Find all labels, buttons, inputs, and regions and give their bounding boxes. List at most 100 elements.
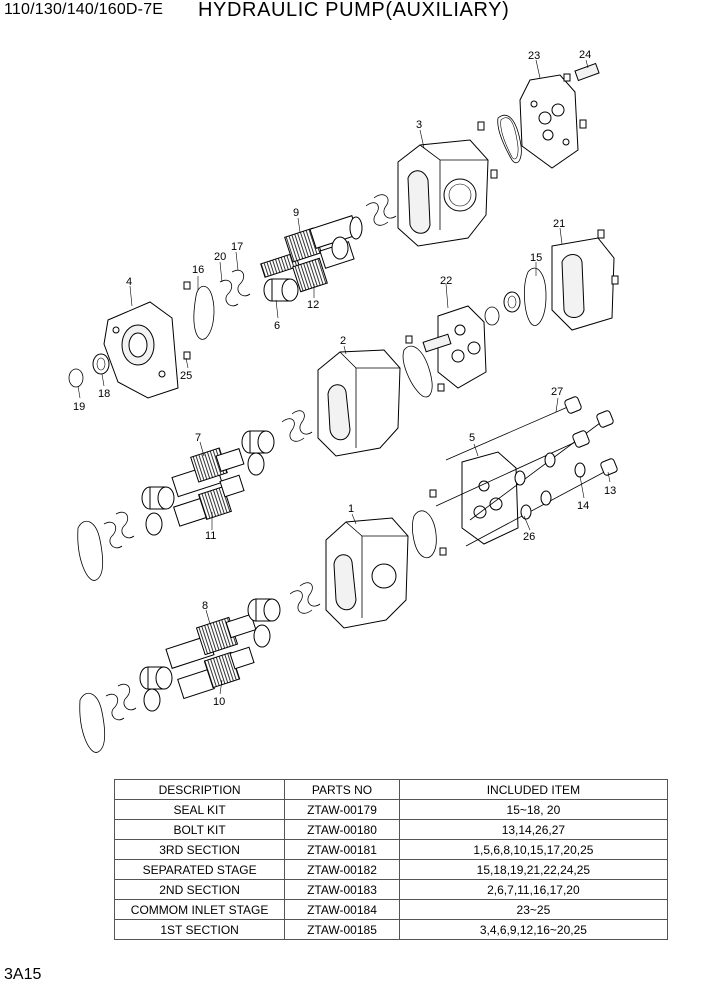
- parts-table-header-row: DESCRIPTION PARTS NO INCLUDED ITEM: [113, 779, 669, 800]
- cell-included-item: 15~18, 20: [398, 799, 669, 820]
- part-11-driven-gear: [173, 474, 245, 527]
- backup-seal: [281, 418, 305, 442]
- table-row: BOLT KIT ZTAW-00180 13,14,26,27: [113, 819, 669, 840]
- cell-description: 1ST SECTION: [113, 919, 286, 940]
- cell-description: 3RD SECTION: [113, 839, 286, 860]
- callout-27: 27: [551, 386, 563, 398]
- part-18-oil-seal: [92, 353, 110, 375]
- dowel-pin: [183, 281, 191, 290]
- model-label: 110/130/140/160D-7E: [4, 1, 164, 18]
- part-7-drive-gear: [171, 447, 245, 498]
- backup-seal: [291, 410, 313, 435]
- dowel-pin: [439, 547, 447, 556]
- part-9-drive-gear: [260, 215, 363, 278]
- column-header-parts-no: PARTS NO: [284, 779, 400, 800]
- part-2-pump-body: [317, 349, 401, 457]
- cell-description: 2ND SECTION: [113, 879, 286, 900]
- backup-seal: [299, 582, 321, 607]
- cell-description: SEAL KIT: [113, 799, 286, 820]
- dowel-pin: [579, 119, 587, 129]
- backup-seal: [365, 202, 389, 226]
- cell-description: SEPARATED STAGE: [113, 859, 286, 880]
- dowel-pin: [429, 489, 437, 498]
- dowel-pin: [597, 229, 605, 239]
- dowel-pin: [490, 169, 498, 179]
- cell-parts-no: ZTAW-00182: [284, 859, 400, 880]
- table-row: 2ND SECTION ZTAW-00183 2,6,7,11,16,17,20: [113, 879, 669, 900]
- part-5-end-plate: [461, 451, 519, 545]
- callout-13: 13: [604, 485, 616, 497]
- part-16-seal: [193, 285, 215, 340]
- callout-26: 26: [523, 531, 535, 543]
- part-4-mounting-flange: [103, 301, 179, 399]
- callout-7: 7: [195, 432, 201, 444]
- dowel-pin: [183, 351, 191, 360]
- callout-14: 14: [577, 500, 589, 512]
- table-row: COMMOM INLET STAGE ZTAW-00184 23~25: [113, 899, 669, 920]
- dowel-pin: [477, 121, 485, 131]
- table-row: 3RD SECTION ZTAW-00181 1,5,6,8,10,15,17,…: [113, 839, 669, 860]
- callout-24: 24: [579, 49, 591, 61]
- callout-8: 8: [202, 600, 208, 612]
- part-15-o-ring: [524, 267, 547, 326]
- part-22-separating-plate: [422, 305, 487, 389]
- dowel-pin: [405, 335, 413, 344]
- part-19-snap-ring: [68, 368, 84, 388]
- column-header-description: DESCRIPTION: [113, 779, 286, 800]
- part-18-oil-seal-b: [503, 291, 521, 313]
- cell-included-item: 1,5,6,8,10,15,17,20,25: [398, 839, 669, 860]
- part-23-inlet-cover: [519, 74, 579, 169]
- page-reference: 3A15: [4, 966, 42, 983]
- cell-parts-no: ZTAW-00185: [284, 919, 400, 940]
- dowel-pin: [563, 73, 571, 82]
- cell-included-item: 3,4,6,9,12,16~20,25: [398, 919, 669, 940]
- seal-ring-22: [402, 345, 433, 398]
- cell-included-item: 15,18,19,21,22,24,25: [398, 859, 669, 880]
- seal-ring-5: [412, 510, 437, 559]
- part-14-nut: [540, 452, 586, 506]
- table-row: SEPARATED STAGE ZTAW-00182 15,18,19,21,2…: [113, 859, 669, 880]
- part-26-washer: [514, 470, 532, 520]
- part-24-stud: [574, 62, 600, 82]
- callout-21: 21: [553, 218, 565, 230]
- backup-seal: [289, 590, 313, 614]
- cell-parts-no: ZTAW-00180: [284, 819, 400, 840]
- part-10-driven-gear: [177, 646, 255, 700]
- callout-18: 18: [98, 388, 110, 400]
- callout-16: 16: [192, 264, 204, 276]
- callout-4: 4: [126, 276, 132, 288]
- part-21-cover: [551, 237, 615, 331]
- callout-25: 25: [180, 370, 192, 382]
- exploded-view-diagram: 23 24 3 9 17 20 16 4 6 12 25 18 19 21 15…: [68, 49, 619, 753]
- cell-included-item: 13,14,26,27: [398, 819, 669, 840]
- part-8-drive-gear: [165, 613, 257, 669]
- callout-11: 11: [205, 530, 216, 542]
- callout-19: 19: [73, 401, 85, 413]
- callout-17: 17: [231, 241, 243, 253]
- cell-parts-no: ZTAW-00179: [284, 799, 400, 820]
- cell-included-item: 23~25: [398, 899, 669, 920]
- table-row: 1ST SECTION ZTAW-00185 3,4,6,9,12,16~20,…: [113, 919, 669, 940]
- callout-22: 22: [440, 275, 452, 287]
- dowel-pin: [611, 275, 619, 285]
- callout-9: 9: [293, 207, 299, 219]
- callout-3: 3: [416, 119, 422, 131]
- part-16-seal-2: [77, 520, 104, 581]
- part-1-pump-body: [325, 517, 409, 629]
- part-3-pump-body: [397, 139, 489, 247]
- column-header-included-item: INCLUDED ITEM: [398, 779, 669, 800]
- cell-parts-no: ZTAW-00184: [284, 899, 400, 920]
- backup-seal: [373, 194, 397, 219]
- table-row: SEAL KIT ZTAW-00179 15~18, 20: [113, 799, 669, 820]
- callout-numbers: 23 24 3 9 17 20 16 4 6 12 25 18 19 21 15…: [73, 49, 616, 708]
- seal-ring-23: [497, 114, 522, 164]
- part-6-bushing: [263, 236, 349, 302]
- cell-description: COMMOM INLET STAGE: [113, 899, 286, 920]
- part-16-seal-3: [79, 692, 106, 753]
- callout-20: 20: [214, 251, 226, 263]
- snap-ring: [484, 306, 500, 326]
- callout-2: 2: [340, 335, 346, 347]
- callout-15: 15: [530, 252, 542, 264]
- cell-parts-no: ZTAW-00183: [284, 879, 400, 900]
- cell-included-item: 2,6,7,11,16,17,20: [398, 879, 669, 900]
